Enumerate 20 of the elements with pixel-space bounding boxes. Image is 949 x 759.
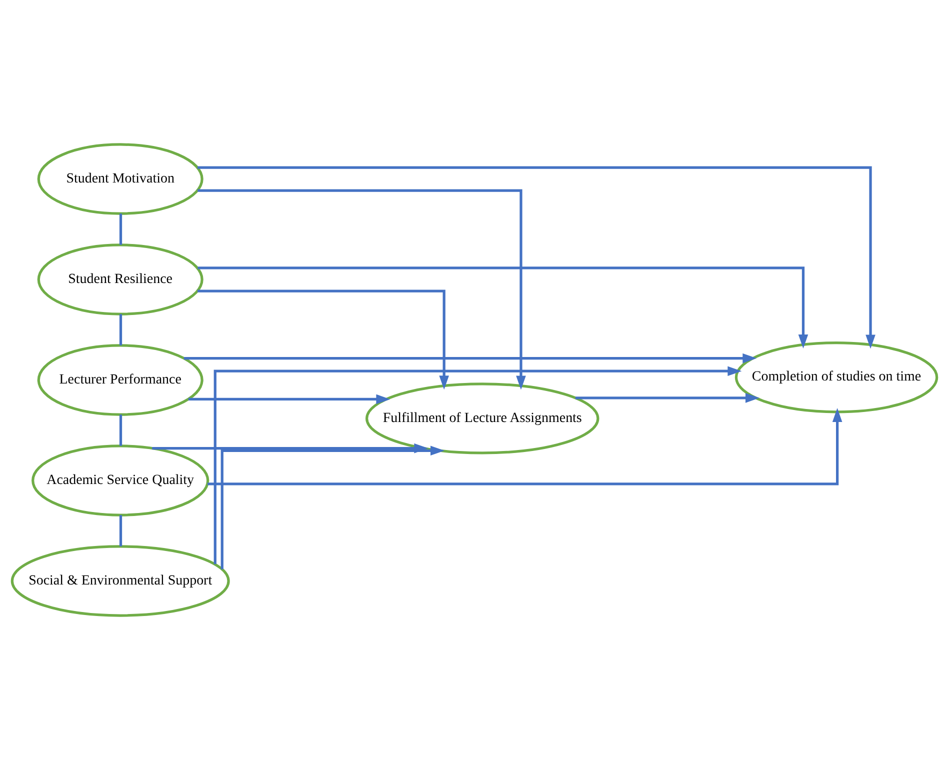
arrow <box>208 408 842 485</box>
arrow <box>184 352 757 363</box>
arrow <box>188 394 390 404</box>
connector <box>119 514 122 546</box>
arrow <box>198 188 526 390</box>
node-ellipse: Lecturer Performance <box>37 344 204 416</box>
arrow <box>214 366 742 564</box>
arrow <box>197 289 449 390</box>
node-ellipse: Social & Environmental Support <box>10 544 230 616</box>
connector <box>119 213 122 244</box>
node-ellipse: Student Resilience <box>37 243 204 315</box>
arrow <box>198 266 808 348</box>
arrow <box>575 392 760 402</box>
node-ellipse: Academic Service Quality <box>32 444 210 516</box>
node-ellipse: Student Motivation <box>37 142 204 214</box>
connector <box>119 314 122 345</box>
node-ellipse: Completion of studies on time <box>734 341 938 413</box>
arrow <box>220 445 445 569</box>
connector <box>119 414 122 446</box>
arrow <box>197 166 876 348</box>
